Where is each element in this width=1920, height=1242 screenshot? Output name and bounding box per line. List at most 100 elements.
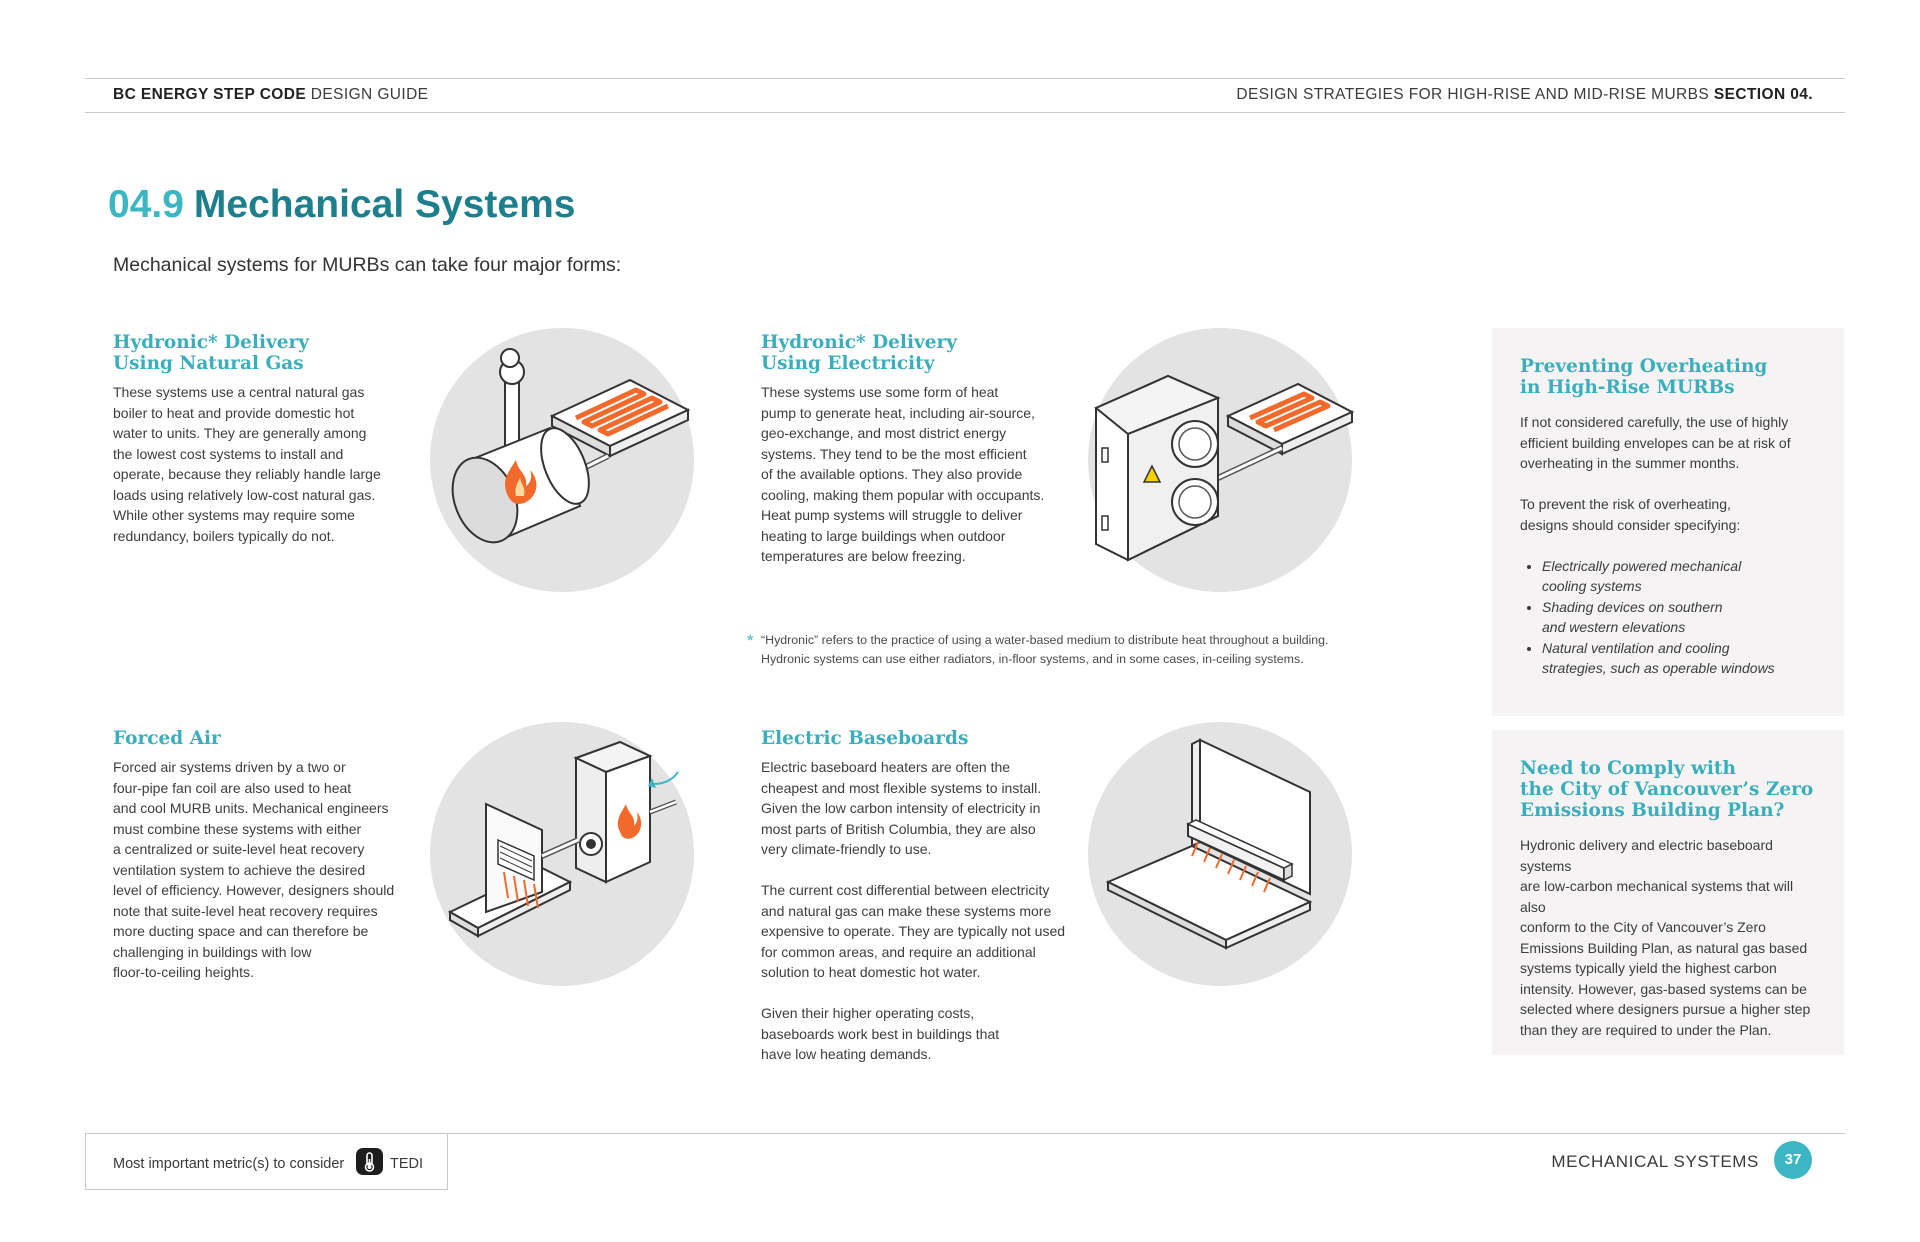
header-section-title: DESIGN STRATEGIES FOR HIGH-RISE AND MID-… [1236, 86, 1813, 104]
list-item-line: cooling systems [1542, 578, 1642, 594]
section-title-line: Using Electricity [761, 353, 935, 374]
body-line: Hydronic delivery and electric baseboard… [1520, 837, 1773, 874]
list-item-line: and western elevations [1542, 619, 1686, 635]
body-line: and natural gas can make these systems m… [761, 902, 1052, 919]
sidebar-title-line: the City of Vancouver’s Zero [1520, 779, 1814, 800]
section-title-line: Hydronic* Delivery [761, 332, 957, 353]
body-line: and cool MURB units. Mechanical engineer… [113, 800, 389, 816]
sidebar-body: If not considered carefully, the use of … [1520, 412, 1816, 679]
body-line: expensive to operate. They are typically… [761, 923, 1066, 939]
section-hydronic-gas: Hydronic* Delivery Using Natural Gas The… [113, 332, 413, 546]
body-line: designs should consider specifying: [1520, 516, 1741, 533]
section-body: Electric baseboard heaters are often the… [761, 757, 1091, 1065]
header-guide-name: BC ENERGY STEP CODE [113, 86, 307, 103]
body-line: note that suite-level heat recovery requ… [113, 902, 378, 919]
sidebar-title-line: Need to Comply with [1520, 758, 1736, 779]
baseboard-heater-icon [1105, 738, 1313, 950]
intro-text: Mechanical systems for MURBs can take fo… [113, 254, 622, 276]
metric-name: TEDI [390, 1156, 424, 1172]
body-line: for common areas, and require an additio… [761, 943, 1036, 960]
header-top-rule [85, 78, 1845, 79]
body-line: solution to heat domestic hot water. [761, 964, 981, 980]
body-line: loads using relatively low-cost natural … [113, 486, 376, 503]
section-forced-air: Forced Air Forced air systems driven by … [113, 728, 413, 983]
body-line: ventilation system to achieve the desire… [113, 861, 366, 878]
body-line: systems. They tend to be the most effici… [761, 445, 1027, 462]
body-line: geo-exchange, and most district energy [761, 425, 1007, 441]
list-item-line: strategies, such as operable windows [1542, 660, 1775, 676]
metric-box [85, 1133, 448, 1190]
body-line: the lowest cost systems to install and [113, 445, 344, 462]
body-line: selected where designers pursue a higher… [1520, 1001, 1811, 1017]
body-line: redundancy, boilers typically do not. [113, 527, 335, 544]
body-line: overheating in the summer months. [1520, 455, 1740, 471]
section-body: These systems use a central natural gas … [113, 382, 413, 546]
list-item-line: Natural ventilation and cooling [1542, 639, 1730, 656]
body-line: These systems use a central natural gas [113, 384, 365, 400]
boiler-illustration [430, 328, 694, 592]
list-item: Shading devices on southern and western … [1542, 597, 1816, 638]
body-line: four-pipe fan coil are also used to heat [113, 779, 352, 796]
sidebar-paragraph: If not considered carefully, the use of … [1520, 412, 1816, 474]
sidebar-body: Hydronic delivery and electric baseboard… [1520, 835, 1816, 1040]
page-title-text: Mechanical Systems [193, 183, 576, 226]
body-line: temperatures are below freezing. [761, 548, 966, 564]
sidebar-title: Preventing Overheating in High-Rise MURB… [1520, 356, 1816, 398]
body-paragraph: The current cost differential between el… [761, 880, 1091, 983]
hydronic-footnote: * “Hydronic” refers to the practice of u… [747, 631, 1329, 669]
forced-air-illustration [430, 722, 694, 986]
body-line: systems typically yield the highest carb… [1520, 960, 1777, 976]
header-guide-title: BC ENERGY STEP CODE DESIGN GUIDE [113, 86, 428, 104]
body-line: To prevent the risk of overheating, [1520, 496, 1731, 512]
list-item-line: Electrically powered mechanical [1542, 557, 1742, 574]
body-line: efficient building envelopes can be at r… [1520, 434, 1791, 451]
sidebar-title-line: Preventing Overheating [1520, 356, 1768, 377]
footer-rule [85, 1133, 1845, 1134]
page-title-number: 04.9 [108, 183, 184, 226]
body-line: more ducting space and can therefore be [113, 923, 369, 939]
body-line: water to units. They are generally among [113, 425, 367, 441]
body-line: Electric baseboard heaters are often the [761, 759, 1011, 775]
heat-pump-illustration [1088, 328, 1355, 592]
body-line: These systems use some form of heat [761, 384, 999, 400]
body-line: The current cost differential between el… [761, 882, 1050, 898]
body-line: floor-to-ceiling heights. [113, 964, 254, 980]
body-line: cheapest and most flexible systems to in… [761, 779, 1042, 796]
gas-boiler-icon [451, 348, 691, 544]
section-body: These systems use some form of heat pump… [761, 382, 1081, 567]
sidebar-paragraph: To prevent the risk of overheating, desi… [1520, 494, 1816, 535]
body-line: of the available options. They also prov… [761, 466, 1023, 482]
section-title: Electric Baseboards [761, 728, 969, 749]
section-title-line: Using Natural Gas [113, 353, 304, 374]
body-line: Forced air systems driven by a two or [113, 759, 346, 775]
footnote-asterisk: * [747, 631, 754, 650]
list-item: Natural ventilation and cooling strategi… [1542, 638, 1816, 679]
section-hydronic-electric: Hydronic* Delivery Using Electricity The… [761, 332, 1081, 567]
body-line: Emissions Building Plan, as natural gas … [1520, 939, 1808, 956]
header-section-name: DESIGN STRATEGIES FOR HIGH-RISE AND MID-… [1236, 86, 1710, 103]
section-electric-baseboards: Electric Baseboards Electric baseboard h… [761, 728, 1091, 1085]
page-number-badge: 37 [1774, 1141, 1812, 1179]
sidebar-preventing-overheating: Preventing Overheating in High-Rise MURB… [1492, 328, 1844, 716]
footer-section-name: MECHANICAL SYSTEMS [1551, 1152, 1759, 1171]
body-paragraph: Given their higher operating costs, base… [761, 1003, 1091, 1065]
sidebar-title-line: Emissions Building Plan? [1520, 800, 1785, 821]
header-section-number: SECTION 04. [1713, 86, 1813, 103]
baseboard-illustration [1088, 722, 1352, 986]
section-title-line: Hydronic* Delivery [113, 332, 309, 353]
body-line: conform to the City of Vancouver’s Zero [1520, 919, 1766, 935]
section-title: Hydronic* Delivery Using Electricity [761, 332, 1081, 374]
footnote-line: Hydronic systems can use either radiator… [761, 652, 1304, 666]
sidebar-vancouver-zero-emissions: Need to Comply with the City of Vancouve… [1492, 730, 1844, 1055]
sidebar-title-line: in High-Rise MURBs [1520, 377, 1735, 398]
sidebar-title: Need to Comply with the City of Vancouve… [1520, 758, 1816, 821]
body-line: level of efficiency. However, designers … [113, 882, 395, 898]
section-body: Forced air systems driven by a two or fo… [113, 757, 413, 983]
body-line: Heat pump systems will struggle to deliv… [761, 507, 1023, 523]
body-line: Given their higher operating costs, [761, 1005, 975, 1021]
body-line: than they are required to under the Plan… [1520, 1021, 1772, 1038]
list-item-line: Shading devices on southern [1542, 598, 1723, 615]
body-line: most parts of British Columbia, they are… [761, 820, 1036, 837]
body-line: Given the low carbon intensity of electr… [761, 800, 1041, 816]
